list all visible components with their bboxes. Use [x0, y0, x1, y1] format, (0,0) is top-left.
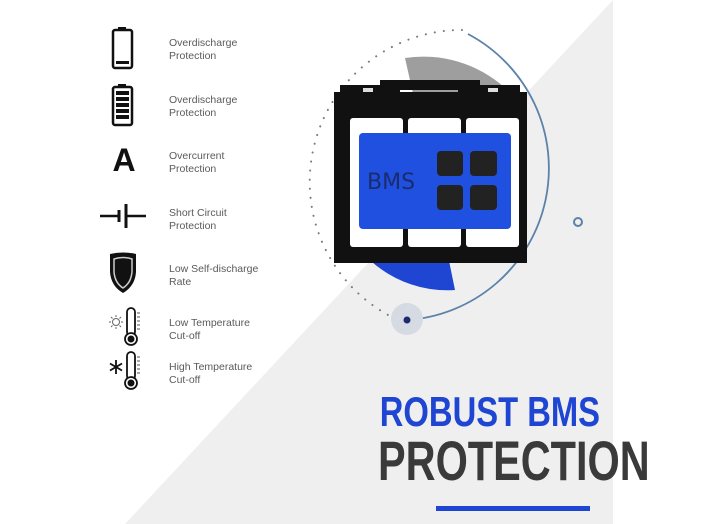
feature-label: Overcurrent Protection: [169, 150, 225, 175]
solid-arc: [406, 33, 550, 321]
headline: ROBUST BMS PROTECTION: [300, 388, 650, 492]
feature-label: Low Temperature Cut-off: [169, 317, 250, 342]
feature-item: A Overcurrent Protection: [96, 137, 286, 183]
battery-graphic: [334, 80, 527, 263]
feature-label: Low Self-discharge Rate: [169, 263, 259, 288]
feature-item: Low Temperature Cut-off: [96, 304, 286, 350]
arc-node-dot: [403, 316, 411, 324]
short-circuit-icon: [100, 204, 146, 228]
feature-label: High Temperature Cut-off: [169, 361, 253, 386]
bms-label: BMS: [367, 170, 416, 195]
battery-empty-icon: [111, 27, 134, 70]
arc-node-ring: [573, 217, 583, 227]
feature-item: Low Self-discharge Rate: [96, 250, 286, 296]
shield-icon: [110, 252, 136, 293]
feature-label: Overdischarge Protection: [169, 94, 238, 119]
thermometer-sun-icon: [109, 307, 140, 346]
ampere-icon: A: [112, 142, 136, 178]
feature-label: Short Circuit Protection: [169, 207, 227, 232]
headline-underline: [436, 506, 590, 511]
feature-item: Short Circuit Protection: [96, 194, 286, 240]
battery-full-icon: [111, 84, 134, 127]
headline-line1: ROBUST BMS: [379, 388, 600, 435]
headline-line2: PROTECTION: [378, 429, 650, 492]
thermometer-snowflake-icon: [109, 351, 140, 390]
feature-item: Overdischarge Protection: [96, 24, 286, 70]
feature-label: Overdischarge Protection: [169, 37, 238, 62]
feature-item: Overdischarge Protection: [96, 81, 286, 127]
feature-item: High Temperature Cut-off: [96, 348, 286, 394]
